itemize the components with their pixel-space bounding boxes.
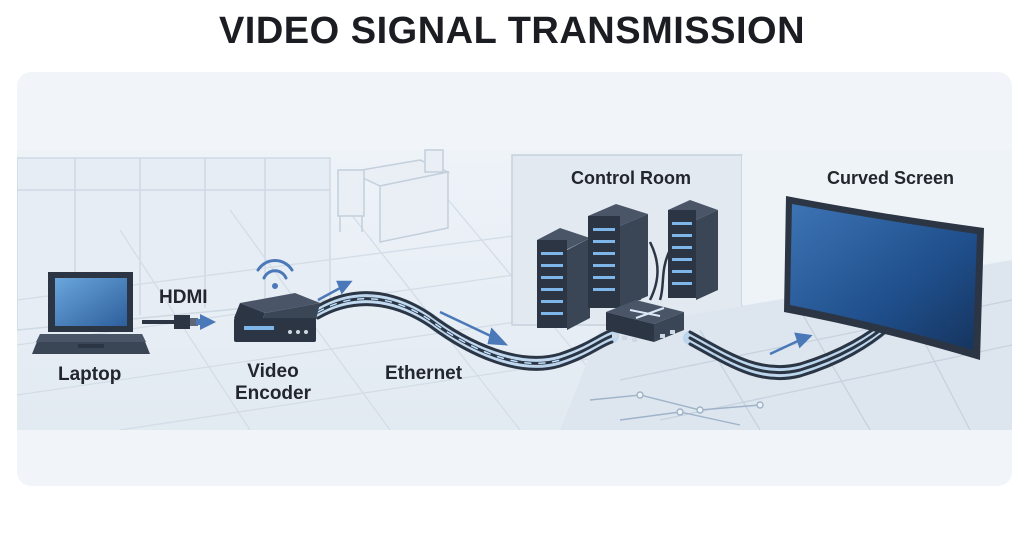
screen-cable: [683, 314, 897, 381]
video-encoder-label: Video Encoder: [227, 361, 319, 405]
curved-screen-label: Curved Screen: [827, 168, 955, 188]
network-switch-icon: [606, 300, 684, 342]
diagram-title: VIDEO SIGNAL TRANSMISSION: [218, 10, 806, 52]
curved-screen-icon: [784, 196, 984, 360]
video-encoder-label-line2: Encoder: [234, 383, 312, 404]
hdmi-label: HDMI: [159, 287, 208, 308]
flow-arrows: [317, 280, 813, 356]
lower-band: [17, 430, 1012, 486]
video-encoder-label-line1: Video: [247, 361, 299, 382]
wifi-icon: [256, 259, 294, 289]
server-rack-icon: [537, 200, 718, 330]
laptop-icon: [32, 272, 150, 354]
ethernet-cable: [311, 291, 619, 371]
hdmi-cable-icon: [142, 314, 216, 330]
ethernet-label: Ethernet: [385, 363, 463, 384]
office-desk: [337, 149, 451, 243]
video-encoder-icon: [234, 293, 320, 342]
laptop-label: Laptop: [58, 364, 122, 385]
control-room-label: Control Room: [571, 168, 691, 188]
